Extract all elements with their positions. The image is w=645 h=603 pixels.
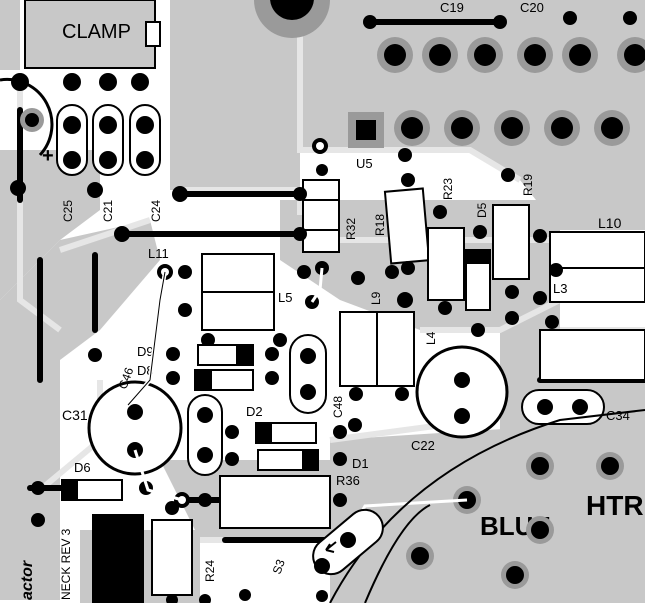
actor-label: actor [19, 560, 36, 600]
diode-d6 [31, 479, 153, 501]
component-right-box [539, 329, 645, 381]
c20-label: C20 [520, 0, 544, 15]
pad-row-top [363, 11, 645, 73]
c19-label: C19 [440, 0, 464, 15]
diode-d8 [166, 369, 279, 391]
diode-d2 [225, 422, 347, 444]
plus-mark: + [42, 145, 54, 167]
resistor-r23 [427, 205, 465, 315]
large-pad-top [254, 0, 330, 38]
c31-label: C31 [62, 407, 88, 423]
cap-oval-d2 [187, 394, 223, 476]
c34-label: C34 [606, 408, 630, 423]
diode-d5 [465, 225, 491, 337]
htr-label: HTR [586, 490, 644, 521]
misc-pads-bottom [31, 348, 328, 603]
resistor-r24 [151, 501, 193, 603]
neck-rev-label: NECK REV 3 [59, 528, 73, 600]
cap-c21 [92, 104, 124, 176]
l11-label: L11 [148, 246, 169, 261]
inductor-l10 [533, 229, 645, 329]
l4-label: L4 [424, 331, 438, 345]
s3-label: S3 [270, 557, 288, 576]
l9-label: L9 [369, 291, 383, 305]
htr-pads [406, 452, 624, 589]
component-black-block [92, 514, 144, 603]
c25-label: C25 [61, 200, 75, 222]
switch-s3 [312, 508, 384, 576]
cap-outline-left [0, 77, 54, 157]
left-pads [10, 73, 149, 196]
cap-c34 [521, 389, 605, 425]
d2-label: D2 [246, 404, 263, 419]
r23-label: R23 [441, 178, 455, 200]
d6-label: D6 [74, 460, 91, 475]
r19-label: R19 [521, 174, 535, 196]
r18-label: R18 [373, 214, 387, 236]
cap-c31 [87, 271, 183, 476]
cap-c24 [129, 104, 161, 176]
clamp-ic: CLAMP [24, 0, 161, 69]
inductor-l9 [339, 271, 415, 401]
l5-label: L5 [278, 290, 292, 305]
d5-label: D5 [475, 202, 489, 218]
cap-c25 [56, 104, 88, 176]
cap-c22 [415, 345, 509, 439]
r36-label: R36 [336, 473, 360, 488]
u5-pads [348, 110, 630, 148]
diode-d9 [166, 344, 279, 366]
resistor-r32 [293, 138, 340, 309]
resistor-r18 [383, 148, 431, 279]
d1-label: D1 [352, 456, 369, 471]
c48-label: C48 [331, 396, 345, 418]
c24-label: C24 [149, 200, 163, 222]
u5-label: U5 [356, 156, 373, 171]
misc-pads-left [87, 182, 188, 242]
clamp-label: CLAMP [62, 21, 131, 43]
r24-label: R24 [203, 560, 217, 582]
socket-outline [329, 409, 645, 603]
d9-label: D9 [137, 344, 154, 359]
jumper-wires [133, 267, 324, 502]
diode-d1 [225, 449, 347, 471]
resistor-r19 [492, 168, 530, 325]
cap-oval-center [289, 334, 327, 414]
r32-label: R32 [344, 218, 358, 240]
c21-label: C21 [101, 200, 115, 222]
resistor-r36 [174, 475, 347, 529]
pad-c48 [348, 418, 362, 432]
c22-label: C22 [411, 438, 435, 453]
l10-label: L10 [598, 215, 622, 231]
inductor-l11 [157, 253, 287, 347]
l3-label: L3 [553, 281, 567, 296]
